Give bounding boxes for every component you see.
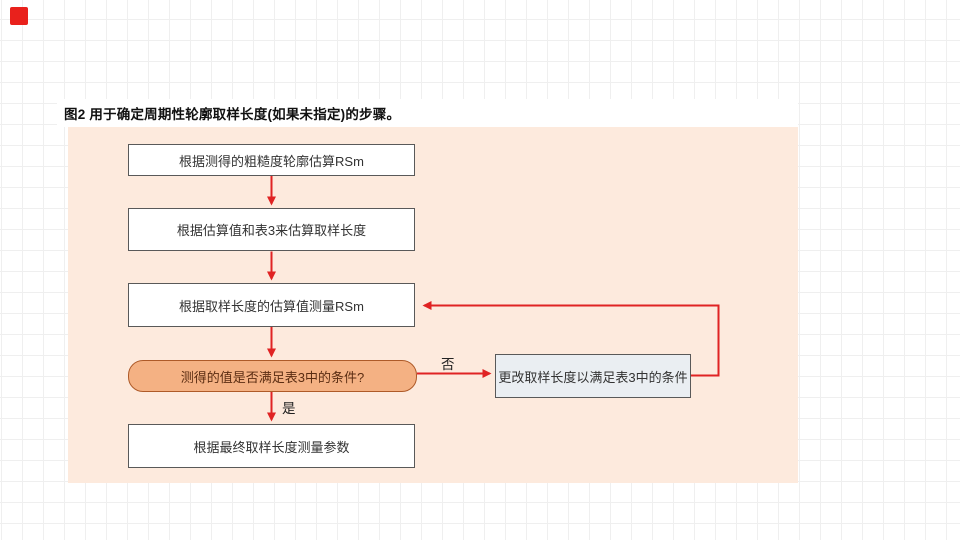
flow-node-adjust-sampling-length: 更改取样长度以满足表3中的条件 — [495, 354, 691, 398]
flow-node-measure-parameters: 根据最终取样长度测量参数 — [128, 424, 415, 468]
figure-caption-band: 图2 用于确定周期性轮廓取样长度(如果未指定)的步骤。 — [57, 99, 798, 127]
flow-node-measure-rsm: 根据取样长度的估算值测量RSm — [128, 283, 415, 327]
flow-node-estimate-rsm: 根据测得的粗糙度轮廓估算RSm — [128, 144, 415, 176]
figure-caption: 图2 用于确定周期性轮廓取样长度(如果未指定)的步骤。 — [64, 107, 401, 122]
red-corner-marker — [10, 7, 28, 25]
flow-node-decision-table3: 测得的值是否满足表3中的条件? — [128, 360, 417, 392]
flow-node-estimate-sampling-length: 根据估算值和表3来估算取样长度 — [128, 208, 415, 251]
edge-label-yes: 是 — [282, 401, 296, 416]
edge-label-no: 否 — [441, 357, 455, 372]
